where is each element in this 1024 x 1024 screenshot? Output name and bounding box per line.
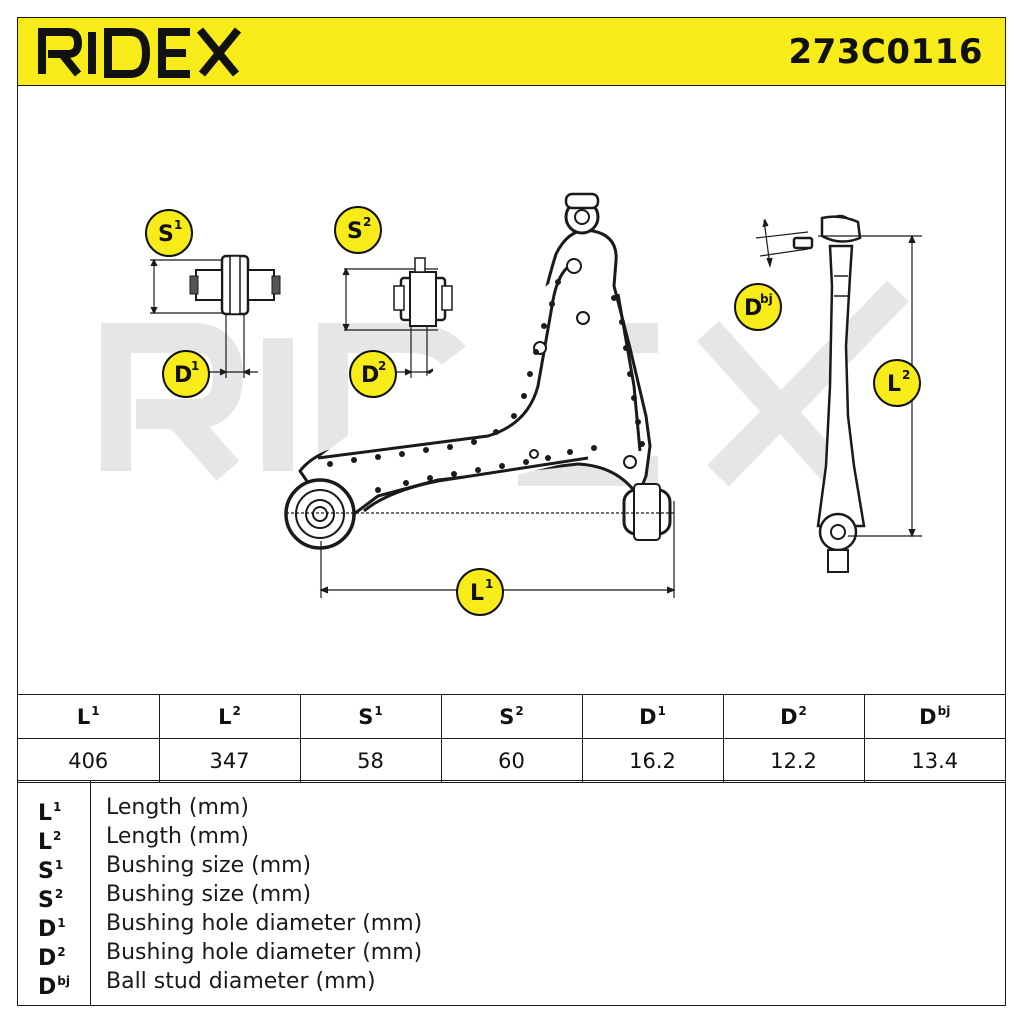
- legend-item: D1 Bushing hole diameter (mm): [18, 909, 1005, 942]
- ridex-logo: [38, 27, 242, 78]
- badge-l1-text: L: [470, 581, 484, 606]
- s2-detail: [342, 257, 453, 378]
- header-l2: L2: [158, 694, 301, 739]
- legend-description: Bushing size (mm): [106, 882, 312, 907]
- badge-s1-text: S: [158, 222, 174, 247]
- legend-description: Length (mm): [106, 824, 249, 849]
- header-d2: D2: [722, 694, 865, 739]
- legend-symbol: L2: [38, 829, 62, 855]
- badge-s2: S 2: [334, 206, 382, 254]
- dbj-dimension: [755, 218, 809, 269]
- legend-symbol: Dbj: [38, 974, 70, 1000]
- badge-d1-sup: 1: [191, 359, 199, 373]
- badge-s2-sup: 2: [363, 215, 371, 229]
- spec-header-row: L1 L2 S1 S2 D1 D2 Dbj: [18, 694, 1005, 739]
- header-s1: S1: [299, 694, 442, 739]
- datasheet-frame: 273C0116: [17, 17, 1006, 1006]
- legend: L1 Length (mm) L2 Length (mm) S1 Bushing…: [18, 780, 1005, 1005]
- value-d1: 16.2: [581, 738, 724, 783]
- badge-l2: L 2: [873, 359, 921, 407]
- header-s2: S2: [440, 694, 583, 739]
- header-bar: 273C0116: [18, 18, 1005, 86]
- value-s1: 58: [299, 738, 442, 783]
- legend-item: L1 Length (mm): [18, 793, 1005, 826]
- legend-item: S2 Bushing size (mm): [18, 880, 1005, 913]
- legend-item: L2 Length (mm): [18, 822, 1005, 855]
- spec-table: L1 L2 S1 S2 D1 D2 Dbj 406 347 58 60 16.2…: [18, 694, 1005, 783]
- header-d1: D1: [581, 694, 724, 739]
- badge-d2-sup: 2: [378, 359, 386, 373]
- badge-l2-text: L: [887, 372, 901, 397]
- part-number: 273C0116: [788, 32, 983, 72]
- badge-dbj-text: D: [744, 296, 762, 321]
- value-d2: 12.2: [722, 738, 865, 783]
- header-dbj: Dbj: [863, 694, 1005, 739]
- badge-s1: S 1: [145, 209, 193, 257]
- legend-description: Bushing size (mm): [106, 853, 312, 878]
- front-bushing: [284, 478, 356, 550]
- badge-d1-text: D: [174, 363, 192, 388]
- legend-description: Length (mm): [106, 795, 249, 820]
- control-arm: [298, 192, 652, 528]
- legend-symbol: D2: [38, 945, 66, 971]
- legend-symbol: S2: [38, 887, 64, 913]
- badge-dbj-sup: bj: [760, 292, 773, 306]
- legend-symbol: D1: [38, 916, 66, 942]
- badge-d2-text: D: [361, 363, 379, 388]
- technical-drawing: S 1 S 2 D 1 D 2 D bj L 1 L: [101, 192, 922, 616]
- legend-description: Bushing hole diameter (mm): [106, 940, 423, 965]
- legend-item: D2 Bushing hole diameter (mm): [18, 938, 1005, 971]
- badge-l1-sup: 1: [485, 577, 493, 591]
- badge-l1: L 1: [456, 568, 504, 616]
- s1-detail: [150, 254, 281, 378]
- header-l1: L1: [18, 694, 160, 739]
- value-l1: 406: [18, 738, 160, 783]
- legend-item: S1 Bushing size (mm): [18, 851, 1005, 884]
- legend-description: Ball stud diameter (mm): [106, 969, 376, 994]
- badge-d1: D 1: [162, 350, 210, 398]
- value-dbj: 13.4: [863, 738, 1005, 783]
- legend-symbol: S1: [38, 858, 64, 884]
- value-s2: 60: [440, 738, 583, 783]
- badge-dbj: D bj: [734, 283, 782, 331]
- spec-value-row: 406 347 58 60 16.2 12.2 13.4: [18, 738, 1005, 783]
- badge-d2: D 2: [349, 350, 397, 398]
- side-view-arm: [792, 214, 866, 573]
- value-l2: 347: [158, 738, 301, 783]
- legend-description: Bushing hole diameter (mm): [106, 911, 423, 936]
- rear-bushing: [622, 483, 672, 541]
- legend-symbol: L1: [38, 800, 62, 826]
- legend-item: Dbj Ball stud diameter (mm): [18, 967, 1005, 1000]
- arm-rivets: [327, 279, 645, 493]
- badge-s1-sup: 1: [174, 218, 182, 232]
- legend-divider: [90, 781, 91, 1005]
- badge-s2-text: S: [347, 219, 363, 244]
- badge-l2-sup: 2: [902, 368, 910, 382]
